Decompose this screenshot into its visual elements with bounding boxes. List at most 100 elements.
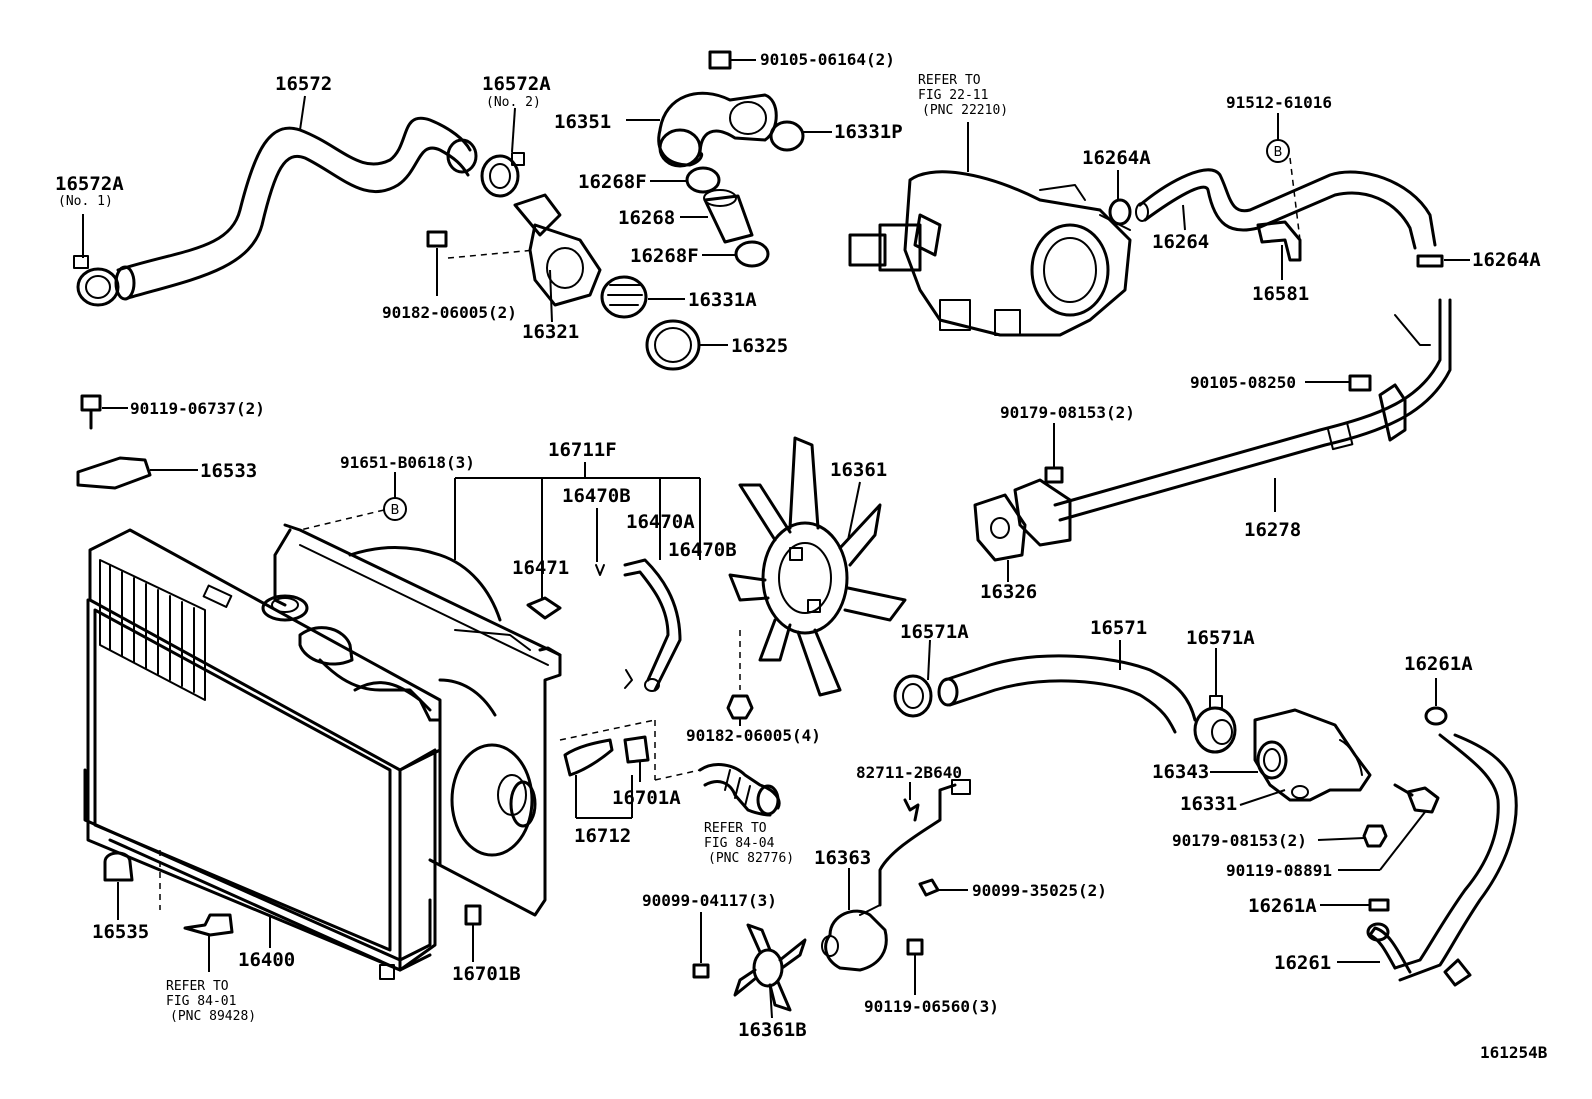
screw-90099-04117 <box>692 912 710 979</box>
circle-B-shroud: B <box>383 497 407 521</box>
hose-16264 <box>1135 168 1437 250</box>
lower-radiator-hose-16571 <box>937 654 1197 734</box>
label-16701A: 16701A <box>612 787 681 809</box>
label-90179-08153-2a: 90179-08153(2) <box>1000 403 1135 422</box>
label-16712: 16712 <box>574 825 631 847</box>
label-16471: 16471 <box>512 557 569 579</box>
fan-guide-16712 <box>559 719 656 780</box>
gasket-16331P <box>769 120 805 152</box>
bolt-90119-08891 <box>1338 783 1440 871</box>
hose-clamp-no1 <box>73 255 120 307</box>
label-90099-35025-2: 90099-35025(2) <box>972 881 1107 900</box>
ref-fig22-line3: (PNC 22210) <box>922 103 1008 118</box>
hose-clamp-16571A-b <box>1193 695 1237 754</box>
gasket-16326 <box>973 493 1027 562</box>
label-91651-B0618-3: 91651-B0618(3) <box>340 453 475 472</box>
label-90182-06005-2: 90182-06005(2) <box>382 303 517 322</box>
fan-shroud-16711 <box>273 523 562 917</box>
hose-clamp-16264A <box>1108 198 1132 226</box>
label-90119-08891: 90119-08891 <box>1226 861 1332 880</box>
clip-90099-35025 <box>918 878 968 897</box>
radiator-support-cushion-16535 <box>103 850 161 920</box>
label-90119-06560-3: 90119-06560(3) <box>864 997 999 1016</box>
label-16326: 16326 <box>980 581 1037 603</box>
label-16321: 16321 <box>522 321 579 343</box>
label-16268F-a: 16268F <box>578 171 647 193</box>
bolt-90105-06164 <box>708 50 756 70</box>
thermostat-16331A <box>600 275 648 319</box>
sublabel-no1: (No. 1) <box>58 194 113 209</box>
label-16572A-no1: 16572A <box>55 173 124 195</box>
label-16268: 16268 <box>618 207 675 229</box>
label-16470A: 16470A <box>626 511 695 533</box>
gasket-16325 <box>645 319 701 371</box>
bolt-90105-08250 <box>1305 374 1372 392</box>
ref-fig84-04-line3: (PNC 82776) <box>708 851 794 866</box>
drain-cock <box>183 913 234 972</box>
label-16264A-b: 16264A <box>1472 249 1541 271</box>
ref-fig84-04-line2: FIG 84-04 <box>704 836 775 851</box>
label-16361B: 16361B <box>738 1019 807 1041</box>
label-16571A-b: 16571A <box>1186 627 1255 649</box>
label-16535: 16535 <box>92 921 149 943</box>
water-bypass-pipe <box>657 91 778 168</box>
label-16571A-a: 16571A <box>900 621 969 643</box>
cooling-fan-16361 <box>728 436 907 697</box>
label-16325: 16325 <box>731 335 788 357</box>
oring-16268F-b <box>734 240 770 268</box>
bolt-90119-06560 <box>906 938 924 995</box>
label-16701B: 16701B <box>452 963 521 985</box>
radiator-16400 <box>83 528 442 980</box>
label-16261A-b: 16261A <box>1248 895 1317 917</box>
label-90119-06737-2: 90119-06737(2) <box>130 399 265 418</box>
clamp-16470B <box>595 508 633 689</box>
hose-clamp-16261A-a <box>1424 706 1448 726</box>
bracket-16581 <box>1256 220 1302 262</box>
ref-fig22-line2: FIG 22-11 <box>918 88 988 103</box>
ref-fig84-01-line3: (PNC 89428) <box>170 1009 256 1024</box>
water-pipe-16278 <box>1013 298 1452 547</box>
fan-motor-16363 <box>821 904 888 972</box>
hose-clamp-16571A-a <box>893 674 933 718</box>
label-16571: 16571 <box>1090 617 1147 639</box>
label-16572A-no2: 16572A <box>482 73 551 95</box>
sublabel-no2: (No. 2) <box>486 95 541 110</box>
bypass-hose-16268 <box>703 189 754 244</box>
label-16268F-b: 16268F <box>630 245 699 267</box>
label-16363: 16363 <box>814 847 871 869</box>
label-90182-06005-4: 90182-06005(4) <box>686 726 821 745</box>
label-16343: 16343 <box>1152 761 1209 783</box>
ref-fig22-line1: REFER TO <box>918 73 981 88</box>
ref-fig84-01-line2: FIG 84-01 <box>166 994 236 1009</box>
throttle-body <box>848 170 1132 337</box>
clip-16471 <box>526 596 562 620</box>
upper-radiator-hose <box>114 116 478 301</box>
ref-fig84-04-line1: REFER TO <box>704 821 767 836</box>
water-outlet <box>513 193 602 307</box>
fan-blade-16361B <box>733 923 807 1012</box>
hose-clamp-16261A-b <box>1320 898 1390 912</box>
label-90105-06164-2: 90105-06164(2) <box>760 50 895 69</box>
clip-16701B <box>464 904 482 962</box>
label-90099-04117-3: 90099-04117(3) <box>642 891 777 910</box>
bracket-16533 <box>76 456 198 490</box>
label-16533: 16533 <box>200 460 257 482</box>
label-82711-2B640: 82711-2B640 <box>856 763 962 782</box>
nut-90179-08153-a <box>1044 466 1064 484</box>
bolt-90182-06005 <box>426 230 448 296</box>
overflow-hose-16470A <box>623 558 682 692</box>
circle-letter-b-2: B <box>391 503 400 518</box>
label-16331P: 16331P <box>834 121 903 143</box>
hose-clamp-no2 <box>480 152 525 198</box>
nut-90182-06005-4 <box>726 694 754 726</box>
label-16711F: 16711F <box>548 439 617 461</box>
wiring-harness-82711 <box>878 779 971 907</box>
label-16361: 16361 <box>830 459 887 481</box>
label-16331: 16331 <box>1180 793 1237 815</box>
air-intake-hose <box>698 763 781 817</box>
nut-90179-08153-b <box>1317 824 1388 848</box>
label-90105-08250: 90105-08250 <box>1190 373 1296 392</box>
label-16278: 16278 <box>1244 519 1301 541</box>
label-16351: 16351 <box>554 111 611 133</box>
